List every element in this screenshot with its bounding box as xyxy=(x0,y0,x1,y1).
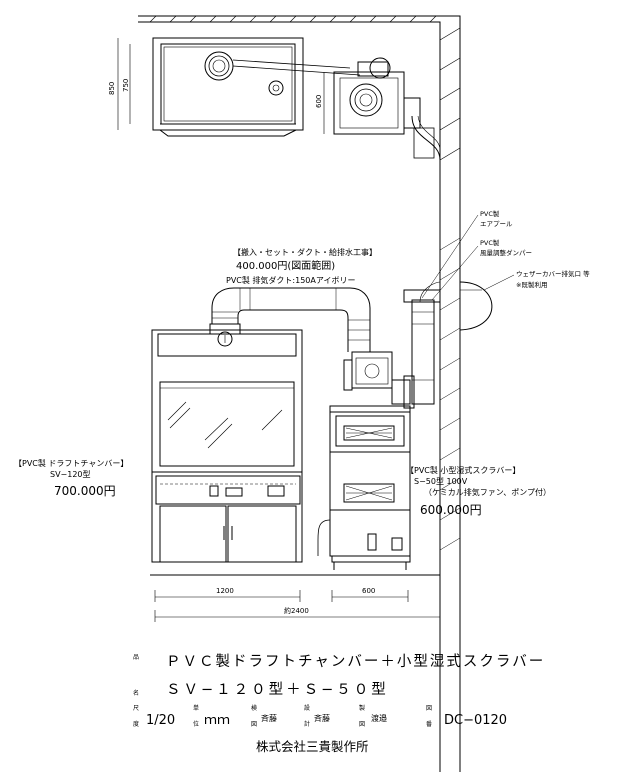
plan-dim-850: 850 xyxy=(108,82,116,95)
drawing-no: DC−0120 xyxy=(444,713,507,728)
drawn-by: 渡邉 xyxy=(371,713,387,723)
name-label-bottom: 名 xyxy=(133,689,139,697)
company-name: 株式会社三貴製作所 xyxy=(256,739,369,754)
checked-label-1: 検 xyxy=(251,704,257,712)
exhaust-duct xyxy=(211,287,371,352)
designed-by: 斉藤 xyxy=(314,713,330,723)
name-label-top: 品 xyxy=(133,654,139,661)
weather-cover xyxy=(459,281,493,331)
damper-label-2: 風量調整ダンパー xyxy=(480,248,532,257)
dim-overall-width: 約2400 xyxy=(284,606,309,615)
model-name: ＳＶ−１２０型＋Ｓ−５０型 xyxy=(166,681,389,698)
designed-label-1: 設 xyxy=(304,704,310,712)
plan-scrubber xyxy=(333,71,405,135)
plan-hood-outer xyxy=(152,37,304,131)
scrubber-title: 【PVC製 小型湿式スクラバー】 xyxy=(406,465,520,475)
dim-scrubber-width: 600 xyxy=(362,587,375,595)
designed-label-2: 計 xyxy=(304,720,310,728)
hood-price: 700.000円 xyxy=(54,484,116,498)
scrubber-fan xyxy=(351,351,393,389)
product-name: ＰＶＣ製ドラフトチャンバー＋小型湿式スクラバー xyxy=(166,653,545,670)
plan-hood-inner xyxy=(160,43,296,125)
scale-label-1: 尺 xyxy=(133,705,139,712)
unit-label-2: 位 xyxy=(193,720,199,728)
damper-label-1: PVC製 xyxy=(480,238,500,247)
dim-hood-width: 1200 xyxy=(216,587,234,595)
weather-cover-label-1: ウェザーカバー排気口 等 xyxy=(516,269,590,278)
plan-dim-600: 600 xyxy=(315,95,323,108)
draft-chamber-body xyxy=(151,329,303,563)
title-block: 品 名 ＰＶＣ製ドラフトチャンバー＋小型湿式スクラバー ＳＶ−１２０型＋Ｓ−５０… xyxy=(133,653,545,754)
scale-value: 1/20 xyxy=(146,713,175,728)
elevation-wall xyxy=(439,232,461,575)
unit-label-1: 単 xyxy=(193,704,199,712)
scrubber-note: （ケミカル排気ファン、ポンプ付） xyxy=(424,487,551,497)
vertical-duct xyxy=(411,299,435,405)
hood-model: SV−120型 xyxy=(50,470,91,479)
plan-dim-750: 750 xyxy=(122,79,130,92)
drawn-label-2: 図 xyxy=(359,721,365,728)
exhaust-duct-label: PVC製 排気ダクト:150Aアイボリー xyxy=(226,275,355,285)
scrubber-model: S−50型 100V xyxy=(414,477,468,486)
hood-title: 【PVC製 ドラフトチャンバー】 xyxy=(14,458,128,468)
scrubber-price: 600.000円 xyxy=(420,503,482,517)
air-pool-label-2: エアプール xyxy=(480,220,513,228)
draft-chamber-sash xyxy=(159,381,295,467)
checked-label-2: 図 xyxy=(251,721,257,728)
work-title: 【搬入・セット・ダクト・給排水工事】 xyxy=(233,247,377,257)
drawing-no-label-2: 番 xyxy=(426,721,432,728)
work-price: 400.000円(図面範囲) xyxy=(236,259,335,272)
elevation-view xyxy=(150,214,515,622)
checked-by: 斉藤 xyxy=(261,713,277,723)
unit-value: ｍｍ xyxy=(204,713,230,728)
air-pool-label-1: PVC製 xyxy=(480,209,500,218)
scale-label-2: 度 xyxy=(133,720,139,728)
drawn-label-1: 製 xyxy=(359,704,365,712)
drawing-no-label-1: 図 xyxy=(426,705,432,712)
weather-cover-label-2: ※既製利用 xyxy=(516,280,547,289)
